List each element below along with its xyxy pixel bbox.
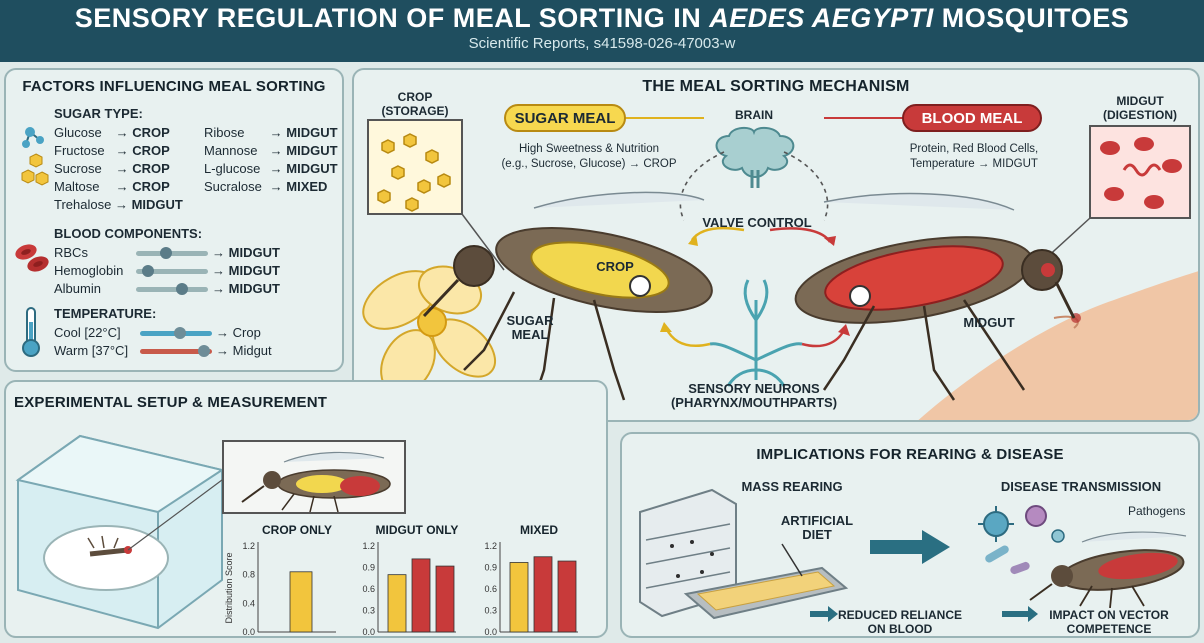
y-tick-label: 0.4 bbox=[242, 598, 255, 608]
y-tick-label: 0.6 bbox=[362, 584, 375, 594]
y-tick-label: 0.0 bbox=[242, 627, 255, 637]
bar bbox=[533, 556, 553, 633]
slider bbox=[140, 327, 212, 340]
mass-rearing-label: MASS REARING bbox=[741, 479, 843, 494]
bar bbox=[435, 565, 455, 633]
sensory-neurons-label: SENSORY NEURONS (PHARYNX/MOUTHPARTS) bbox=[670, 381, 838, 410]
valve-control-label: VALVE CONTROL bbox=[702, 215, 812, 230]
mechanism-illustration bbox=[362, 117, 1198, 420]
chart-panel-title: MIXED bbox=[520, 523, 558, 537]
sugar-meal-label: SUGAR MEAL bbox=[506, 313, 554, 342]
mechanism-panel: THE MEAL SORTING MECHANISM bbox=[352, 68, 1200, 422]
list-item: Maltose → CROP bbox=[54, 179, 170, 194]
list-item: Warm [37°C]→ Midgut bbox=[54, 343, 272, 358]
species-name: AEDES AEGYPTI bbox=[709, 3, 934, 33]
y-tick-label: 0.0 bbox=[484, 627, 497, 637]
y-tick-label: 1.2 bbox=[484, 541, 497, 551]
list-item: Sucralose → MIXED bbox=[204, 179, 328, 194]
y-tick-label: 0.0 bbox=[362, 627, 375, 637]
bar bbox=[411, 558, 431, 633]
slider bbox=[136, 247, 208, 260]
disease-illustration bbox=[978, 505, 1187, 608]
sugar-mosquito-icon bbox=[422, 191, 713, 401]
list-item: Cool [22°C]→ Crop bbox=[54, 325, 261, 340]
bar bbox=[289, 571, 313, 633]
y-tick-label: 0.6 bbox=[484, 584, 497, 594]
blood-cells-icon bbox=[15, 244, 49, 272]
page-header: SENSORY REGULATION OF MEAL SORTING IN AE… bbox=[0, 0, 1204, 62]
crop-organ-label: CROP bbox=[596, 259, 634, 274]
big-arrow-icon bbox=[870, 530, 950, 564]
list-item: L-glucose → MIDGUT bbox=[204, 161, 338, 176]
implications-title: IMPLICATIONS FOR REARING & DISEASE bbox=[756, 446, 1064, 463]
blood-list: RBCs→ MIDGUT Hemoglobin→ MIDGUT Albumin→… bbox=[54, 244, 280, 298]
midgut-organ-label: MIDGUT bbox=[963, 315, 1015, 330]
brain-label: BRAIN bbox=[735, 108, 773, 122]
page-title: SENSORY REGULATION OF MEAL SORTING IN AE… bbox=[74, 3, 1130, 33]
midgut-digestion-label: MIDGUT (DIGESTION) bbox=[1103, 94, 1177, 122]
list-item: Fructose → CROP bbox=[54, 143, 170, 158]
experiment-title: EXPERIMENTAL SETUP & MEASUREMENT bbox=[14, 394, 328, 411]
rearing-illustration bbox=[639, 488, 849, 620]
disease-transmission-label: DISEASE TRANSMISSION bbox=[1000, 479, 1162, 494]
sugar-meal-pill: SUGAR MEAL bbox=[504, 104, 626, 132]
arrow-icon bbox=[810, 606, 838, 622]
sugar-description: High Sweetness & Nutrition (e.g., Sucros… bbox=[501, 143, 677, 170]
molecule-icon bbox=[21, 127, 49, 186]
list-item: Sucrose → CROP bbox=[54, 161, 170, 176]
thermometer-icon bbox=[22, 307, 40, 357]
arrow-icon bbox=[1002, 606, 1038, 622]
chart-panel-title: MIDGUT ONLY bbox=[376, 523, 459, 537]
cage-illustration bbox=[15, 434, 225, 630]
slider bbox=[140, 345, 212, 358]
y-tick-label: 0.3 bbox=[362, 606, 375, 616]
artificial-diet-label: ARTIFICIAL DIET bbox=[780, 513, 854, 542]
sugar-type-heading: SUGAR TYPE: bbox=[54, 106, 143, 121]
blood-mosquito-icon bbox=[794, 192, 1076, 401]
y-tick-label: 1.2 bbox=[362, 541, 375, 551]
blood-meal-pill: BLOOD MEAL bbox=[902, 104, 1042, 132]
crop-storage-label: CROP (STORAGE) bbox=[381, 90, 449, 118]
y-tick-label: 1.2 bbox=[242, 541, 255, 551]
mechanism-title: THE MEAL SORTING MECHANISM bbox=[642, 78, 910, 95]
blood-description: Protein, Red Blood Cells, Temperature → … bbox=[909, 143, 1039, 170]
virus-icon bbox=[978, 505, 1065, 575]
slider bbox=[136, 265, 208, 278]
mosquito-inset bbox=[222, 440, 406, 514]
y-tick-label: 0.9 bbox=[484, 563, 497, 573]
page-subtitle: Scientific Reports, s41598-026-47003-w bbox=[468, 35, 736, 52]
sensory-neurons-icon bbox=[709, 279, 803, 387]
list-item: Ribose → MIDGUT bbox=[204, 125, 338, 140]
implications-panel: IMPLICATIONS FOR REARING & DISEASE MASS … bbox=[620, 432, 1200, 638]
pathogens-label: Pathogens bbox=[1128, 504, 1186, 518]
temperature-list: Cool [22°C]→ Crop Warm [37°C]→ Midgut bbox=[54, 324, 272, 360]
chart-panel-title: CROP ONLY bbox=[262, 523, 332, 537]
factors-panel: FACTORS INFLUENCING MEAL SORTING SUGAR T… bbox=[4, 68, 344, 372]
list-item: Hemoglobin→ MIDGUT bbox=[54, 263, 280, 278]
y-tick-label: 0.3 bbox=[484, 606, 497, 616]
impact-label: IMPACT ON VECTOR COMPETENCE bbox=[1049, 608, 1169, 636]
temperature-heading: TEMPERATURE: bbox=[54, 306, 157, 321]
y-axis-label: Distribution Score bbox=[224, 552, 234, 623]
list-item: Albumin→ MIDGUT bbox=[54, 281, 280, 296]
blood-components-heading: BLOOD COMPONENTS: bbox=[54, 226, 203, 241]
list-item: RBCs→ MIDGUT bbox=[54, 245, 280, 260]
y-tick-label: 0.8 bbox=[242, 570, 255, 580]
list-item: Trehalose → MIDGUT bbox=[54, 197, 183, 212]
sugar-list-right: Ribose → MIDGUT Mannose → MIDGUT L-gluco… bbox=[204, 124, 338, 196]
bar bbox=[387, 574, 407, 633]
fed-mosquito-icon bbox=[241, 451, 391, 513]
bar bbox=[557, 560, 577, 633]
reduced-reliance-label: REDUCED RELIANCE ON BLOOD bbox=[837, 608, 962, 636]
factors-title: FACTORS INFLUENCING MEAL SORTING bbox=[22, 78, 326, 95]
slider bbox=[136, 283, 208, 296]
sugar-list-left: Glucose → CROP Fructose → CROP Sucrose →… bbox=[54, 124, 183, 214]
brain-icon bbox=[715, 126, 795, 188]
bar bbox=[509, 562, 529, 633]
list-item: Mannose → MIDGUT bbox=[204, 143, 338, 158]
y-tick-label: 0.9 bbox=[362, 563, 375, 573]
experiment-panel: EXPERIMENTAL SETUP & MEASUREMENT Distrib… bbox=[4, 380, 608, 638]
list-item: Glucose → CROP bbox=[54, 125, 170, 140]
